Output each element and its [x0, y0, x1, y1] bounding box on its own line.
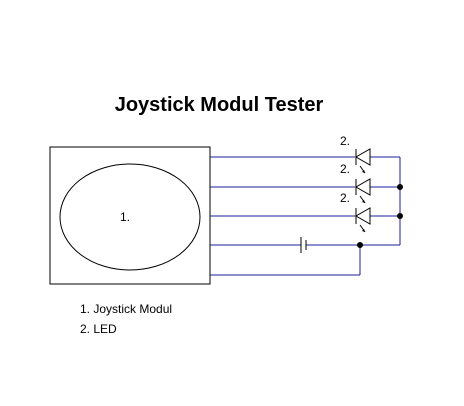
diagram-title: Joystick Modul Tester: [115, 94, 324, 116]
led-1-icon: [354, 148, 371, 174]
junction-dot: [397, 213, 403, 219]
led-2-label: 2.: [340, 162, 350, 176]
junction-dot: [357, 242, 363, 248]
led-2-icon: [354, 178, 371, 204]
joystick-module-label: 1.: [120, 210, 130, 224]
led-1-label: 2.: [340, 134, 350, 148]
joystick-module-circle: [59, 163, 201, 271]
junction-dot: [397, 184, 403, 190]
legend-item-led: 2. LED: [80, 322, 117, 336]
battery-symbol: [300, 237, 307, 253]
legend-item-joystick: 1. Joystick Modul: [80, 302, 172, 316]
led-3-label: 2.: [340, 191, 350, 205]
led-3-icon: [354, 207, 371, 233]
